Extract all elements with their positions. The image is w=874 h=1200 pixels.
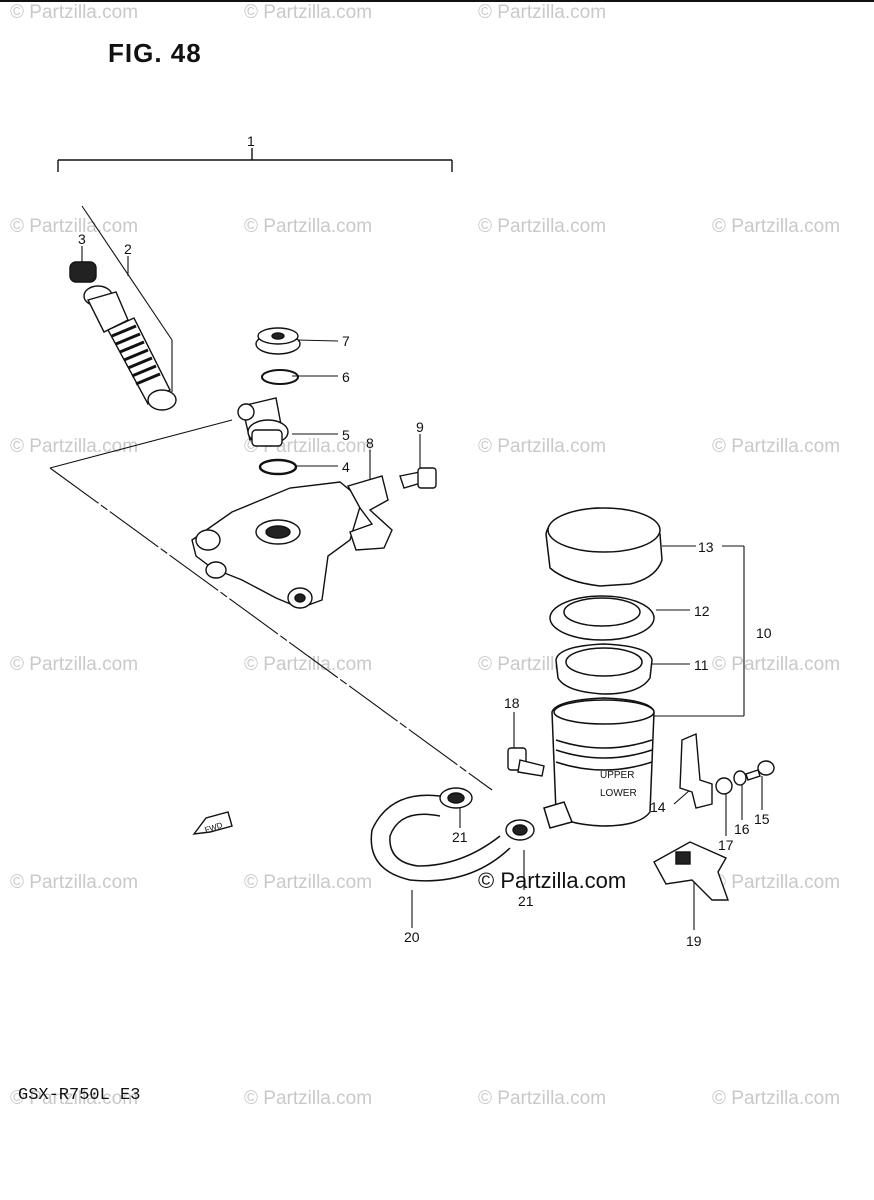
callout-18: 18 [504, 695, 520, 711]
nut-17 [715, 777, 733, 795]
callout-21-a: 21 [452, 829, 468, 845]
screw-15 [745, 760, 775, 781]
watermark: © Partzilla.com [244, 872, 373, 893]
callout-7: 7 [342, 333, 350, 349]
callout-5: 5 [342, 427, 350, 443]
master-cylinder-body [191, 481, 363, 609]
watermark: © Partzilla.com [244, 1088, 373, 1109]
diaphragm-11 [555, 643, 653, 695]
o-ring-4 [258, 458, 298, 476]
callout-11: 11 [694, 657, 709, 673]
watermark: © Partzilla.com [10, 216, 139, 237]
watermark: © Partzilla.com [10, 872, 139, 893]
callout-8: 8 [366, 435, 374, 451]
boot-7 [255, 327, 301, 355]
assembly-bracket-1 [57, 148, 453, 172]
hose-fitting-5 [237, 397, 289, 447]
watermark: © Partzilla.com [478, 1088, 607, 1109]
callout-19: 19 [686, 933, 702, 949]
callout-14: 14 [650, 799, 666, 815]
callout-17: 17 [718, 837, 734, 853]
holder-19 [653, 841, 729, 901]
watermark: © Partzilla.com [244, 216, 373, 237]
callout-21-b: 21 [518, 893, 534, 909]
watermark: © Partzilla.com [712, 216, 841, 237]
source-watermark: © Partzilla.com [478, 868, 627, 893]
bracket-14 [679, 732, 713, 809]
watermark: © Partzilla.com [712, 1088, 841, 1109]
callout-9: 9 [416, 419, 424, 435]
lower-mark: LOWER [600, 788, 637, 799]
leader-lines [49, 205, 763, 930]
watermark: © Partzilla.com [478, 216, 607, 237]
hose-clip-21b [505, 819, 535, 841]
hose-clip-21a [439, 787, 473, 809]
callout-6: 6 [342, 369, 350, 385]
reservoir-body-10 [543, 697, 655, 829]
watermark: © Partzilla.com [10, 1088, 139, 1109]
watermark: © Partzilla.com [244, 654, 373, 675]
clamp-8 [346, 475, 393, 551]
washer-16 [733, 770, 747, 786]
watermark: © Partzilla.com [712, 436, 841, 457]
figure-title: FIG. 48 [108, 38, 202, 68]
callout-1: 1 [247, 133, 255, 149]
bolt-18 [507, 747, 545, 777]
circlip-6 [261, 369, 299, 385]
reservoir-cap-13 [545, 507, 663, 587]
watermark: © Partzilla.com [10, 436, 139, 457]
callout-10: 10 [756, 625, 772, 641]
upper-mark: UPPER [600, 770, 634, 781]
callout-12: 12 [694, 603, 710, 619]
piston-spring [69, 261, 177, 411]
model-code: GSX-R750L E3 [18, 1086, 141, 1105]
callout-20: 20 [404, 929, 420, 945]
watermark: © Partzilla.com [10, 2, 139, 23]
callout-16: 16 [734, 821, 750, 837]
callout-15: 15 [754, 811, 770, 827]
callout-2: 2 [124, 241, 132, 257]
watermark: © Partzilla.com [10, 654, 139, 675]
hose-20 [370, 794, 511, 882]
watermark: © Partzilla.com [478, 436, 607, 457]
callout-3: 3 [78, 231, 86, 247]
callout-4: 4 [342, 459, 350, 475]
watermark: © Partzilla.com [478, 2, 607, 23]
watermark: © Partzilla.com [244, 2, 373, 23]
fwd-arrow-icon [192, 811, 233, 835]
diaphragm-plate-12 [549, 595, 655, 641]
bolt-9 [399, 467, 437, 489]
callout-13: 13 [698, 539, 714, 555]
watermark: © Partzilla.com [712, 872, 841, 893]
